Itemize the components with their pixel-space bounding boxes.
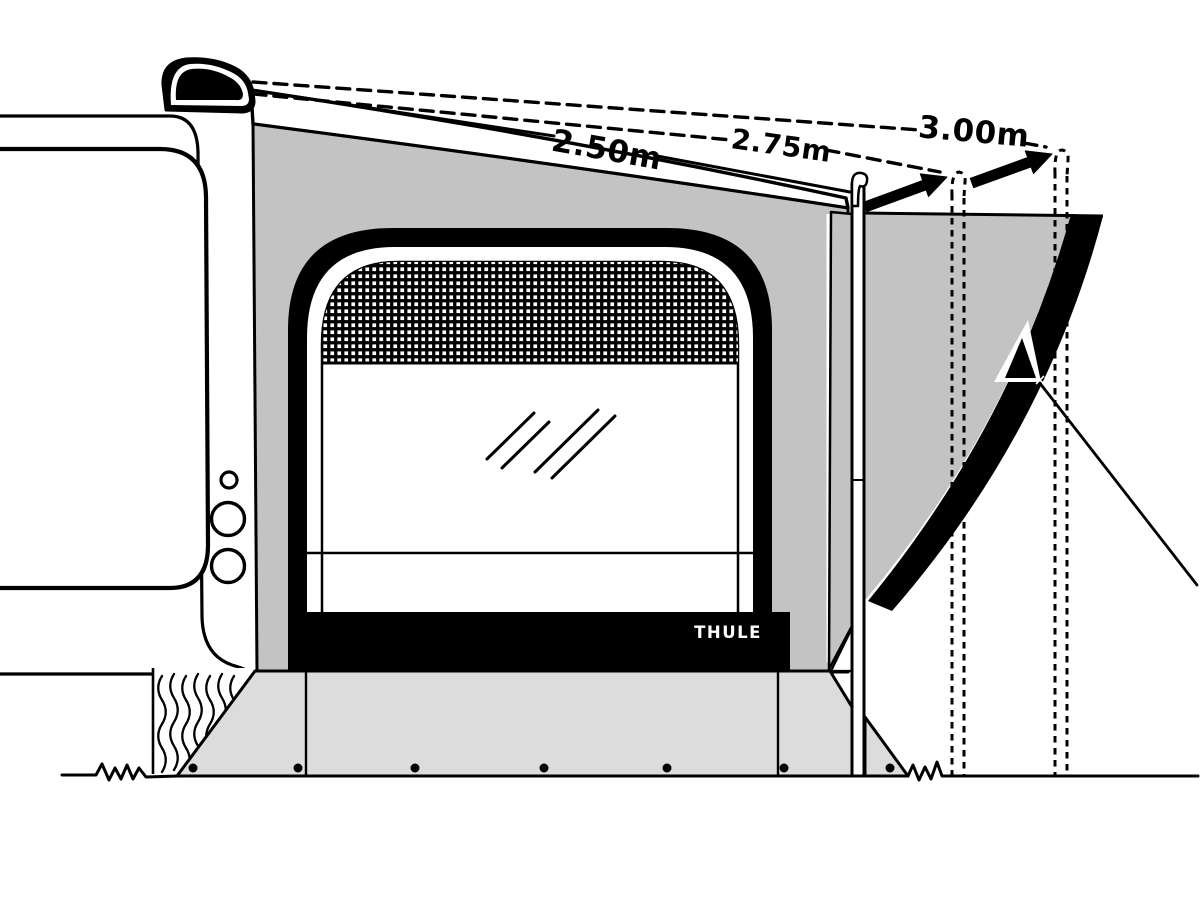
vehicle-window [0, 146, 211, 591]
tent-window [288, 228, 772, 612]
dimension-line-2-50 [250, 88, 852, 194]
vehicle-body [0, 114, 255, 676]
ghost-pole-3-00 [1053, 148, 1070, 776]
brand-logo-text: THULE [694, 623, 762, 642]
awning-cassette [161, 57, 256, 114]
extension-arrows [862, 150, 1053, 213]
tent-skirt [175, 669, 910, 778]
front-pole-cap [850, 171, 869, 208]
window-mesh-panel [322, 262, 738, 363]
vehicle-detail-button-low [209, 547, 247, 585]
dimension-lines [250, 80, 1048, 194]
dimension-line-2-75 [251, 92, 942, 174]
arrow-to-2-75 [862, 173, 948, 213]
tent-side-panel [863, 211, 1199, 611]
anchor-grommet [1035, 375, 1045, 385]
side-panel-black-stripe [868, 214, 1103, 611]
front-pole [850, 171, 869, 778]
main-skirt [175, 669, 854, 778]
dimension-line-3-00 [251, 80, 1048, 149]
tent-corner-strip [826, 210, 854, 673]
arrow-to-3-00 [969, 150, 1053, 189]
ghost-pole-2-75 [950, 170, 967, 776]
brand-band: THULE [288, 612, 790, 670]
guy-line [1037, 380, 1199, 587]
vehicle-detail-button-small [219, 470, 239, 490]
vehicle-detail-button-mid [209, 500, 247, 538]
skirt-peg-dots [188, 763, 895, 773]
glass-reflection-lines [485, 408, 617, 480]
ground-line [60, 760, 1200, 782]
guy-line-anchor-inner [1005, 338, 1036, 378]
